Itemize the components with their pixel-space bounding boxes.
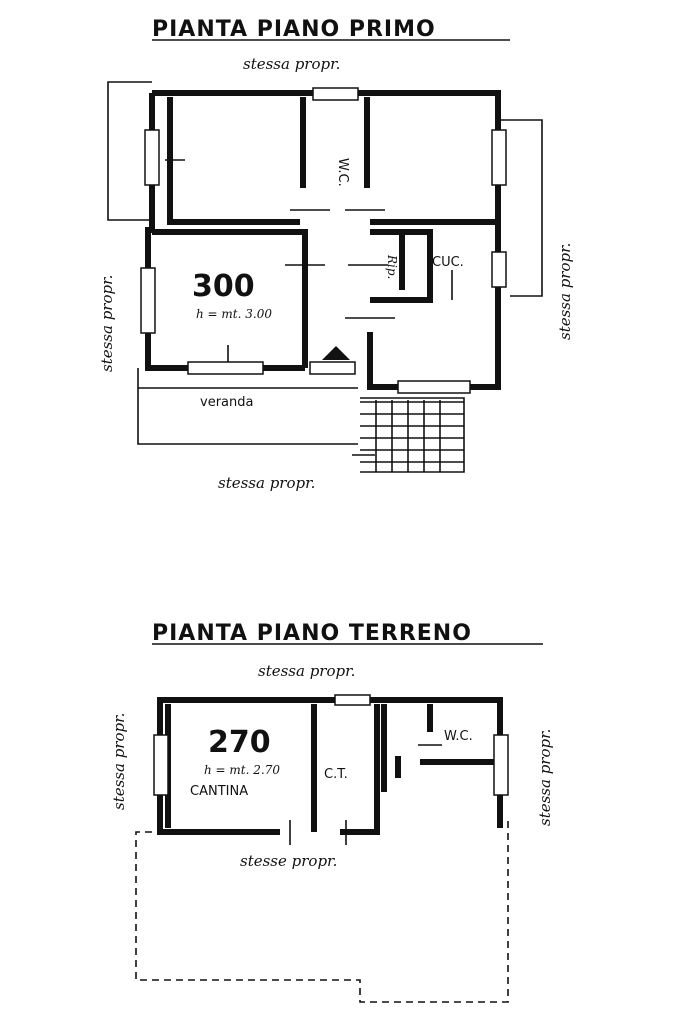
first-floor-window	[491, 251, 507, 288]
first-floor-plan: PIANTA PIANO PRIMO stessa propr.	[98, 17, 574, 492]
ground-floor-right-neighbor-label: stessa propr.	[536, 729, 554, 826]
first-floor-wc-label: W.C.	[335, 158, 350, 187]
ground-floor-wc-label: W.C.	[444, 729, 473, 744]
ground-floor-height-note: h = mt. 2.70	[204, 763, 280, 777]
ground-floor-window	[334, 694, 371, 706]
storage-label: Rip.	[385, 254, 399, 279]
first-floor-window	[491, 129, 507, 186]
ground-floor-bottom-neighbor-label: stesse propr.	[240, 852, 337, 870]
cellar-label: CANTINA	[190, 784, 248, 799]
ground-floor-left-neighbor-label: stessa propr.	[110, 713, 128, 810]
first-floor-window	[187, 361, 264, 375]
first-floor-height-number: 300	[192, 269, 255, 304]
first-floor-title: PIANTA PIANO PRIMO	[152, 17, 436, 42]
first-floor-room-wall-nw	[167, 97, 300, 225]
first-floor-outer-wall	[152, 90, 501, 390]
ground-floor-title: PIANTA PIANO TERRENO	[152, 621, 472, 646]
first-floor-window	[397, 380, 471, 394]
kitchen-label: CUC.	[432, 255, 464, 270]
ground-floor-window	[493, 734, 509, 796]
ground-floor-height-number: 270	[208, 725, 271, 760]
veranda-outline	[137, 368, 358, 445]
first-floor-window	[140, 267, 156, 334]
veranda-label: veranda	[200, 395, 253, 410]
boiler-room-label: C.T.	[324, 767, 348, 782]
ground-floor-top-neighbor-label: stessa propr.	[258, 662, 355, 680]
first-floor-neighbor-outline-right	[498, 119, 543, 297]
first-floor-height-note: h = mt. 3.00	[196, 307, 272, 321]
first-floor-right-neighbor-label: stessa propr.	[556, 243, 574, 340]
ground-floor-window	[153, 734, 169, 796]
first-floor-window	[144, 129, 160, 186]
first-floor-room-wall-sw	[152, 229, 308, 368]
first-floor-bottom-neighbor-label: stessa propr.	[218, 474, 315, 492]
first-floor-window	[309, 361, 356, 375]
entrance-arrow-icon	[322, 346, 350, 360]
ground-floor-ct-wall-right	[340, 704, 380, 835]
stair-treads	[352, 397, 465, 473]
first-floor-neighbor-outline-left	[107, 81, 152, 221]
first-floor-top-neighbor-label: stessa propr.	[243, 55, 340, 73]
ground-floor-courtyard-outline	[135, 820, 509, 1003]
ground-floor-plan: PIANTA PIANO TERRENO stessa propr. 270 h…	[110, 621, 554, 1003]
first-floor-left-neighbor-label: stessa propr.	[98, 275, 116, 372]
first-floor-window	[312, 87, 359, 101]
